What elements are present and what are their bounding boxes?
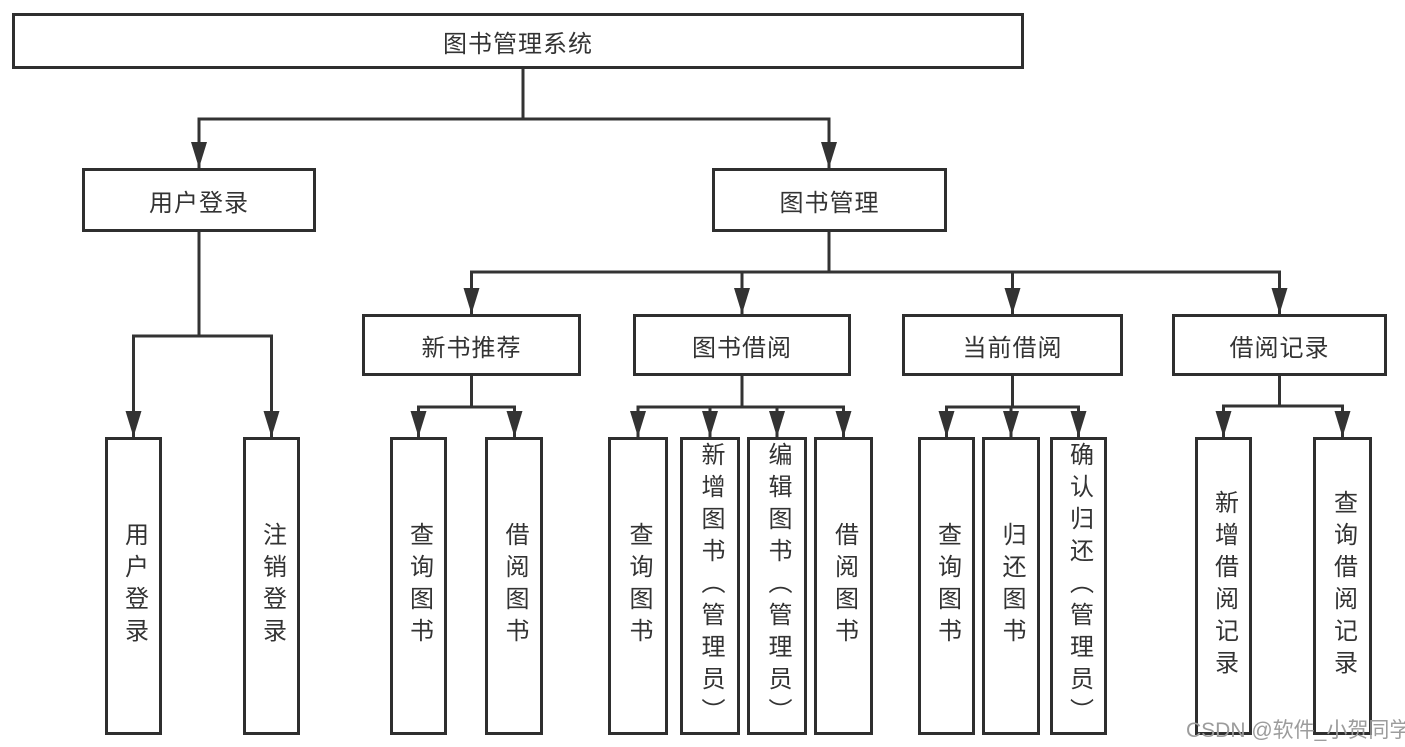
node-current-borrow: 当前借阅 bbox=[902, 314, 1123, 376]
node-leaf-br-query: 查询借阅记录 bbox=[1313, 437, 1372, 735]
node-leaf-user-login: 用户登录 bbox=[105, 437, 162, 735]
node-leaf-bb-query: 查询图书 bbox=[608, 437, 668, 735]
node-leaf-nb-borrow-label: 借阅图书 bbox=[501, 522, 528, 650]
node-borrow-record: 借阅记录 bbox=[1172, 314, 1387, 376]
node-leaf-bb-add: 新增图书（管理员） bbox=[680, 437, 740, 735]
node-root: 图书管理系统 bbox=[12, 13, 1024, 69]
node-new-book-rec: 新书推荐 bbox=[362, 314, 581, 376]
node-leaf-br-add-label: 新增借阅记录 bbox=[1210, 490, 1238, 682]
node-leaf-cb-confirm: 确认归还（管理员） bbox=[1050, 437, 1107, 735]
node-leaf-bb-edit: 编辑图书（管理员） bbox=[747, 437, 807, 735]
node-leaf-logout-label: 注销登录 bbox=[258, 522, 286, 650]
csdn-watermark: CSDN @软件_小贺同学 bbox=[1186, 719, 1405, 742]
node-leaf-nb-query-label: 查询图书 bbox=[405, 522, 433, 650]
node-book-mgmt: 图书管理 bbox=[712, 168, 947, 232]
node-current-borrow-label: 当前借阅 bbox=[962, 334, 1063, 362]
node-leaf-bb-borrow-label: 借阅图书 bbox=[830, 522, 858, 650]
node-leaf-cb-return: 归还图书 bbox=[982, 437, 1040, 735]
node-leaf-nb-query: 查询图书 bbox=[390, 437, 447, 735]
node-book-mgmt-label: 图书管理 bbox=[779, 189, 880, 217]
node-borrow-record-label: 借阅记录 bbox=[1229, 334, 1330, 362]
node-root-label: 图书管理系统 bbox=[443, 30, 593, 58]
node-leaf-br-query-label: 查询借阅记录 bbox=[1329, 490, 1357, 682]
node-user-login: 用户登录 bbox=[82, 168, 316, 232]
node-new-book-rec-label: 新书推荐 bbox=[421, 334, 522, 362]
node-leaf-br-add: 新增借阅记录 bbox=[1195, 437, 1252, 735]
node-leaf-cb-confirm-label: 确认归还（管理员） bbox=[1065, 442, 1093, 730]
node-leaf-cb-return-label: 归还图书 bbox=[998, 522, 1025, 650]
node-user-login-label: 用户登录 bbox=[149, 189, 249, 217]
node-book-borrow-label: 图书借阅 bbox=[692, 334, 792, 362]
node-leaf-bb-add-label: 新增图书（管理员） bbox=[697, 442, 724, 730]
node-leaf-bb-query-label: 查询图书 bbox=[625, 522, 652, 650]
node-leaf-cb-query: 查询图书 bbox=[918, 437, 975, 735]
node-leaf-cb-query-label: 查询图书 bbox=[933, 522, 961, 650]
node-leaf-nb-borrow: 借阅图书 bbox=[485, 437, 543, 735]
node-leaf-user-login-label: 用户登录 bbox=[120, 522, 148, 650]
node-book-borrow: 图书借阅 bbox=[633, 314, 851, 376]
node-leaf-bb-edit-label: 编辑图书（管理员） bbox=[764, 442, 791, 730]
node-leaf-bb-borrow: 借阅图书 bbox=[814, 437, 873, 735]
node-leaf-logout: 注销登录 bbox=[243, 437, 300, 735]
